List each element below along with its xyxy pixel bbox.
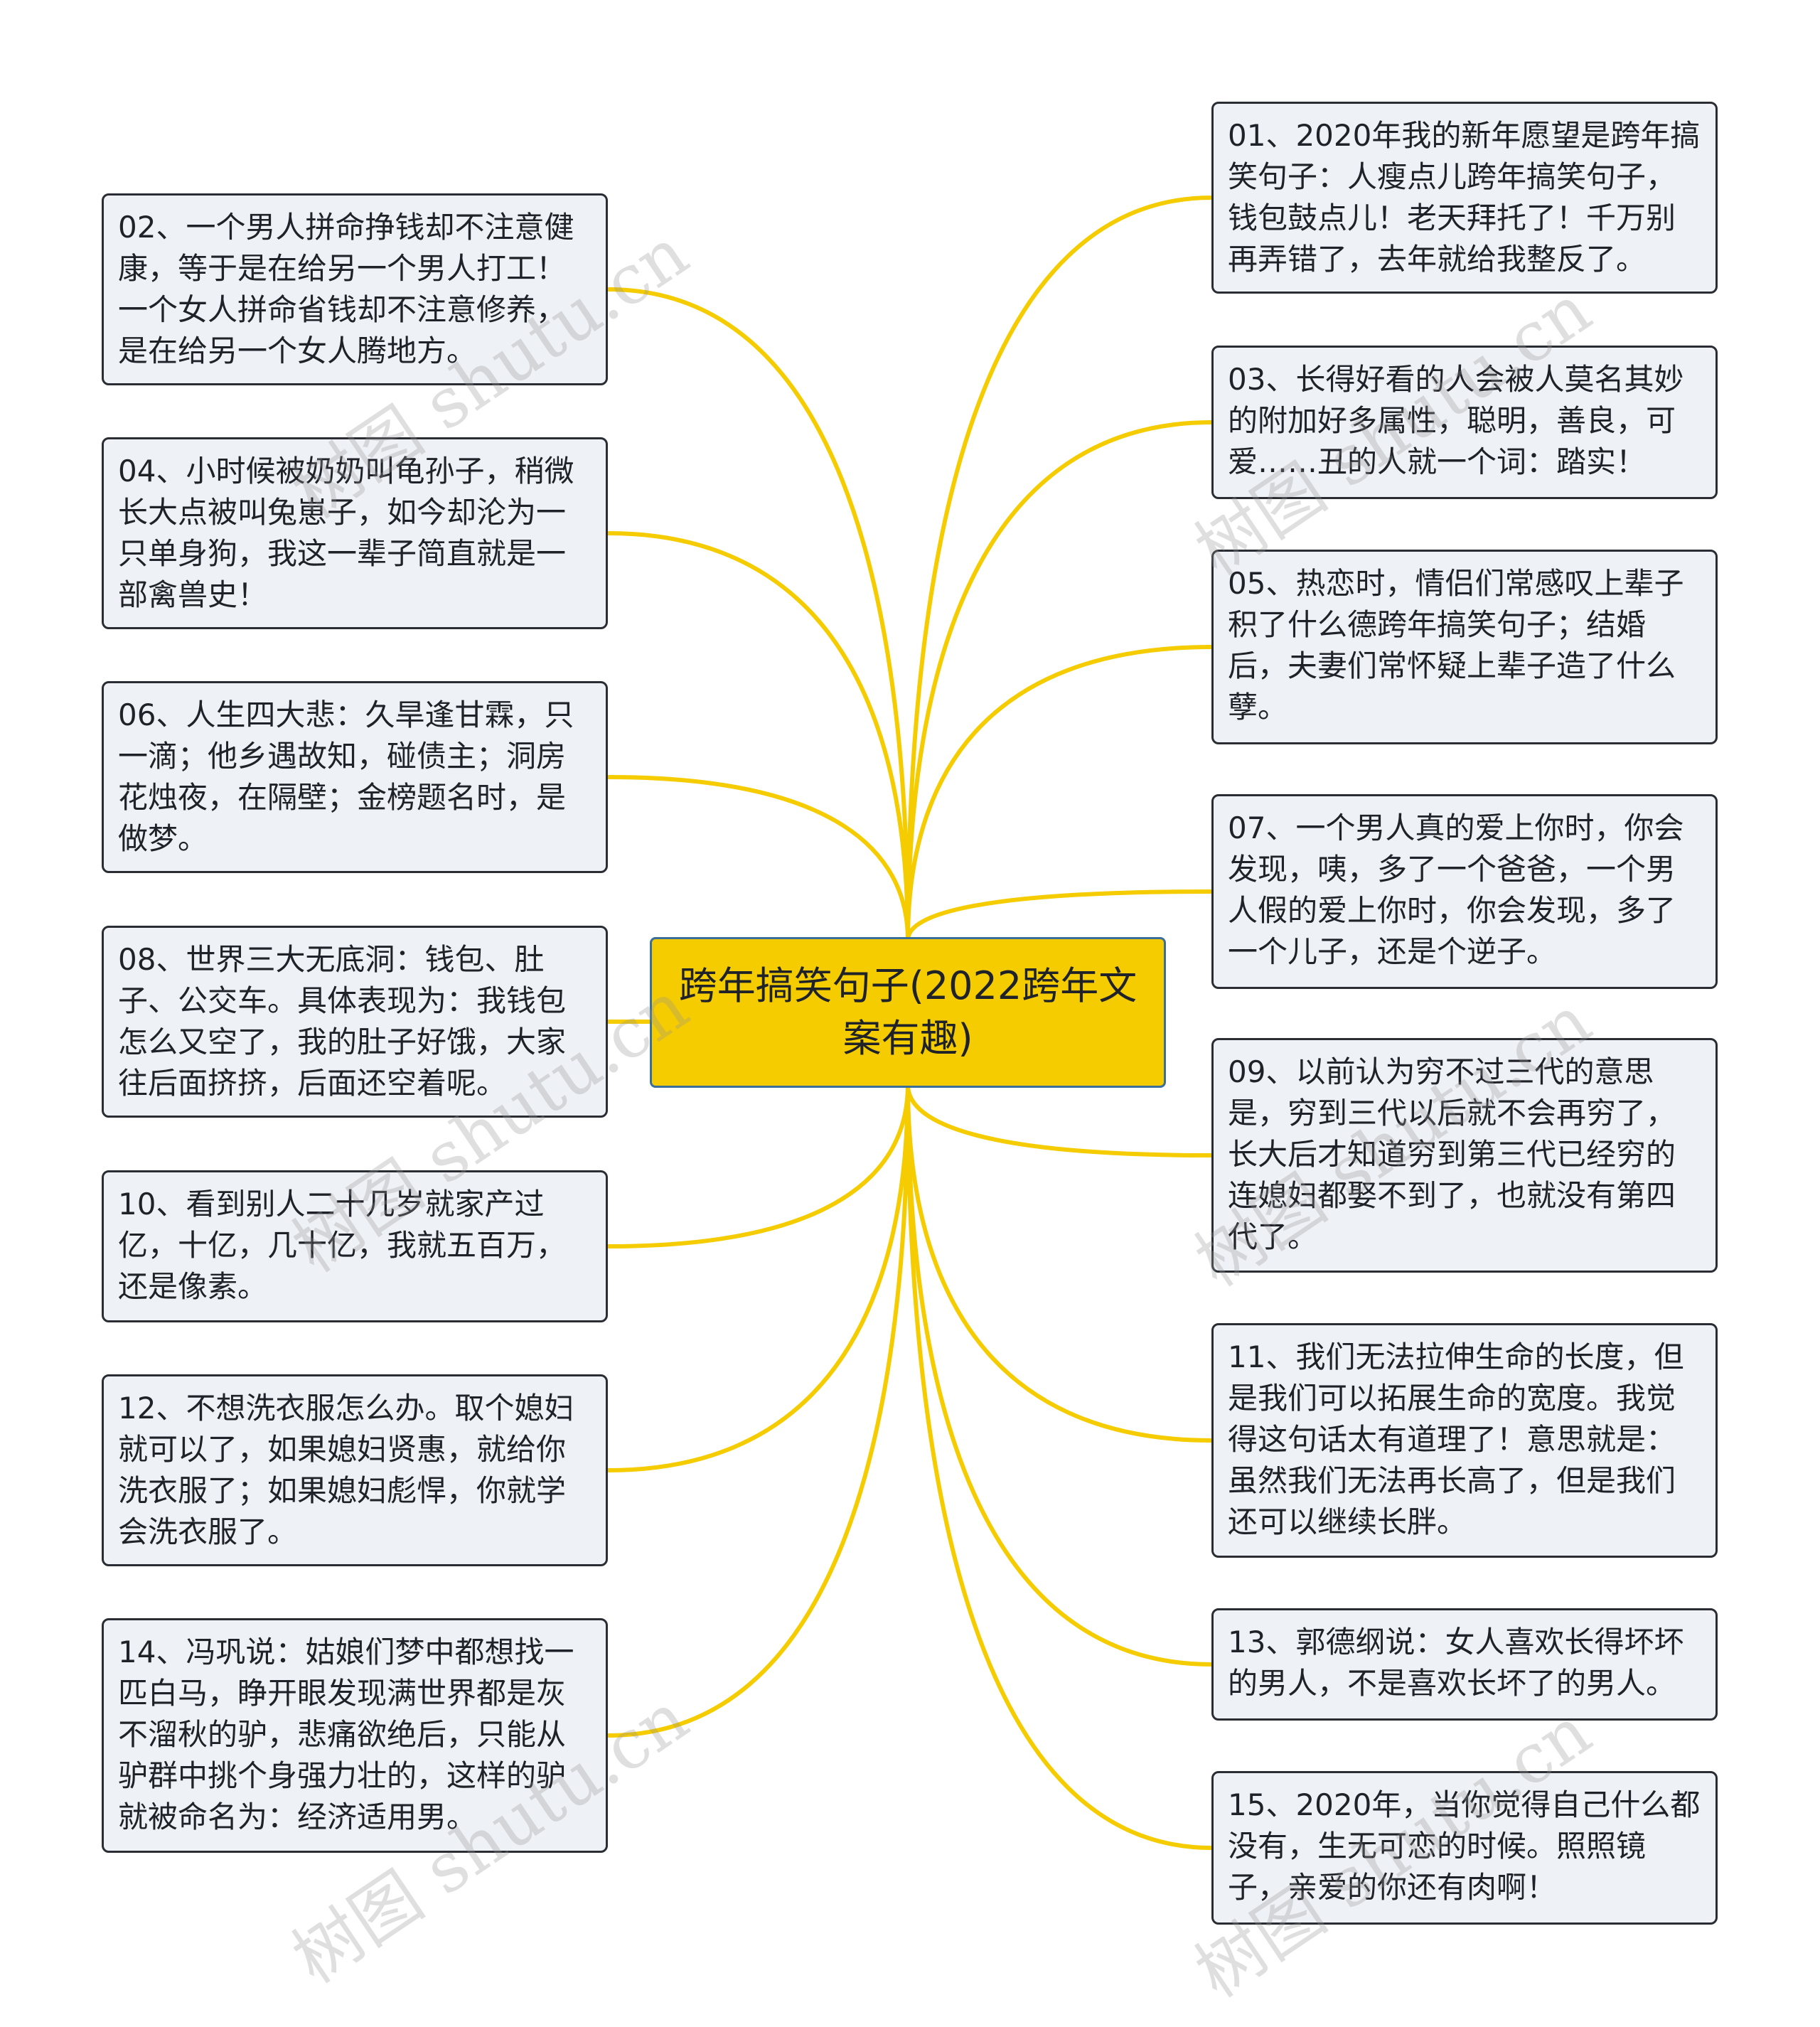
connector-line <box>906 1083 1214 1443</box>
topic-node-13[interactable]: 13、郭德纲说：女人喜欢长得坏坏的男人，不是喜欢长坏了的男人。 <box>1211 1608 1718 1721</box>
topic-node-14[interactable]: 14、冯巩说：姑娘们梦中都想找一匹白马，睁开眼发现满世界都是灰不溜秋的驴，悲痛欲… <box>102 1618 608 1853</box>
connector-line <box>606 1083 910 1738</box>
connector-line <box>906 196 1214 942</box>
topic-node-15[interactable]: 15、2020年，当你觉得自己什么都没有，生无可恋的时候。照照镜子，亲爱的你还有… <box>1211 1771 1718 1925</box>
connector-line <box>906 1083 1214 1157</box>
connector-line <box>606 775 910 942</box>
topic-text-07: 07、一个男人真的爱上你时，你会发现，咦，多了一个爸爸，一个男人假的爱上你时，你… <box>1228 811 1684 969</box>
topic-text-13: 13、郭德纲说：女人喜欢长得坏坏的男人，不是喜欢长坏了的男人。 <box>1228 1625 1684 1701</box>
topic-text-08: 08、世界三大无底洞：钱包、肚子、公交车。具体表现为：我钱包怎么又空了，我的肚子… <box>118 942 567 1101</box>
central-topic[interactable]: 跨年搞笑句子(2022跨年文案有趣) <box>650 937 1166 1088</box>
topic-text-05: 05、热恋时，情侣们常感叹上辈子积了什么德跨年搞笑句子；结婚后，夫妻们常怀疑上辈… <box>1228 566 1684 724</box>
connector-line <box>606 1083 910 1472</box>
topic-text-14: 14、冯巩说：姑娘们梦中都想找一匹白马，睁开眼发现满世界都是灰不溜秋的驴，悲痛欲… <box>118 1635 574 1834</box>
connector-line <box>606 1083 910 1248</box>
topic-node-07[interactable]: 07、一个男人真的爱上你时，你会发现，咦，多了一个爸爸，一个男人假的爱上你时，你… <box>1211 794 1718 989</box>
topic-text-09: 09、以前认为穷不过三代的意思是，穷到三代以后就不会再穷了，长大后才知道穷到第三… <box>1228 1054 1676 1254</box>
connector-line <box>906 1083 1214 1850</box>
connector-line <box>906 645 1214 942</box>
topic-node-04[interactable]: 04、小时候被奶奶叫龟孙子，稍微长大点被叫兔崽子，如今却沦为一只单身狗，我这一辈… <box>102 437 608 629</box>
topic-node-10[interactable]: 10、看到别人二十几岁就家产过亿，十亿，几十亿，我就五百万，还是像素。 <box>102 1170 608 1322</box>
central-topic-title: 跨年搞笑句子(2022跨年文案有趣) <box>678 963 1138 1061</box>
topic-node-08[interactable]: 08、世界三大无底洞：钱包、肚子、公交车。具体表现为：我钱包怎么又空了，我的肚子… <box>102 926 608 1118</box>
topic-node-02[interactable]: 02、一个男人拼命挣钱却不注意健康，等于是在给另一个男人打工！一个女人拼命省钱却… <box>102 193 608 385</box>
connector-line <box>606 287 910 942</box>
topic-node-05[interactable]: 05、热恋时，情侣们常感叹上辈子积了什么德跨年搞笑句子；结婚后，夫妻们常怀疑上辈… <box>1211 550 1718 744</box>
connector-line <box>606 531 910 942</box>
connector-line <box>906 889 1214 942</box>
topic-text-03: 03、长得好看的人会被人莫名其妙的附加好多属性，聪明，善良，可爱……丑的人就一个… <box>1228 362 1684 479</box>
topic-node-06[interactable]: 06、人生四大悲：久旱逢甘霖，只一滴；他乡遇故知，碰债主；洞房花烛夜，在隔壁；金… <box>102 681 608 873</box>
topic-node-01[interactable]: 01、2020年我的新年愿望是跨年搞笑句子：人瘦点儿跨年搞笑句子，钱包鼓点儿！老… <box>1211 102 1718 294</box>
topic-node-09[interactable]: 09、以前认为穷不过三代的意思是，穷到三代以后就不会再穷了，长大后才知道穷到第三… <box>1211 1038 1718 1273</box>
topic-text-06: 06、人生四大悲：久旱逢甘霖，只一滴；他乡遇故知，碰债主；洞房花烛夜，在隔壁；金… <box>118 697 574 856</box>
topic-node-11[interactable]: 11、我们无法拉伸生命的长度，但是我们可以拓展生命的宽度。我觉得这句话太有道理了… <box>1211 1323 1718 1558</box>
topic-text-10: 10、看到别人二十几岁就家产过亿，十亿，几十亿，我就五百万，还是像素。 <box>118 1187 567 1304</box>
topic-text-11: 11、我们无法拉伸生命的长度，但是我们可以拓展生命的宽度。我觉得这句话太有道理了… <box>1228 1339 1684 1539</box>
topic-node-12[interactable]: 12、不想洗衣服怎么办。取个媳妇就可以了，如果媳妇贤惠，就给你洗衣服了；如果媳妇… <box>102 1374 608 1566</box>
topic-text-01: 01、2020年我的新年愿望是跨年搞笑句子：人瘦点儿跨年搞笑句子，钱包鼓点儿！老… <box>1228 118 1701 277</box>
topic-text-15: 15、2020年，当你觉得自己什么都没有，生无可恋的时候。照照镜子，亲爱的你还有… <box>1228 1787 1701 1905</box>
topic-node-03[interactable]: 03、长得好看的人会被人莫名其妙的附加好多属性，聪明，善良，可爱……丑的人就一个… <box>1211 346 1718 499</box>
topic-text-02: 02、一个男人拼命挣钱却不注意健康，等于是在给另一个男人打工！一个女人拼命省钱却… <box>118 210 574 368</box>
topic-text-04: 04、小时候被奶奶叫龟孙子，稍微长大点被叫兔崽子，如今却沦为一只单身狗，我这一辈… <box>118 454 574 612</box>
connector-line <box>906 420 1214 942</box>
topic-text-12: 12、不想洗衣服怎么办。取个媳妇就可以了，如果媳妇贤惠，就给你洗衣服了；如果媳妇… <box>118 1391 574 1549</box>
connector-line <box>906 1083 1214 1667</box>
